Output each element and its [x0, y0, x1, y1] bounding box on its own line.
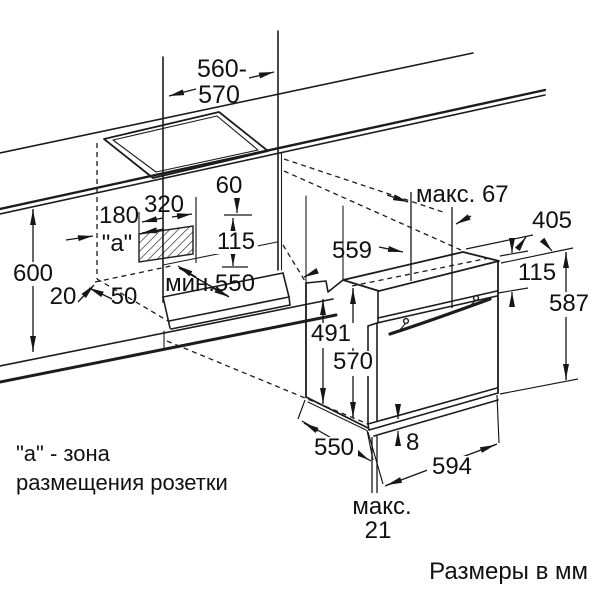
oven-door-handle: [388, 294, 492, 336]
label-front-max-protrusion: макс. 67: [416, 181, 509, 208]
worktop-and-wall-lines: [0, 52, 547, 384]
label-oven-body-depth: 550: [314, 434, 354, 461]
label-hob-cutout-width-top: 560-: [197, 55, 247, 83]
socket-note-line1: "a" - зона: [16, 441, 111, 466]
label-socket-zone-mark: "a": [102, 230, 132, 257]
units-note: Размеры в мм: [429, 558, 588, 585]
socket-zone-hatch: [138, 225, 194, 263]
socket-note-line2: размещения розетки: [16, 470, 228, 495]
label-oven-total-height: 587: [549, 290, 589, 317]
label-hob-cutout-width-bottom: 570: [198, 81, 240, 109]
hob-outline: [103, 111, 269, 179]
label-oven-inner-width: 559: [332, 237, 372, 264]
label-worktop-height: 600: [13, 260, 53, 287]
dimension-labels: 560- 570 600 180 320 60 115 "a" мин.550 …: [13, 55, 589, 544]
label-socket-offset: 180: [99, 202, 139, 229]
label-socket-zone-height: 115: [217, 228, 255, 255]
label-oven-front-width: 594: [432, 453, 472, 480]
label-door-protrusion-value: 21: [365, 517, 392, 544]
label-oven-top-depth: 405: [532, 207, 572, 234]
notes: "a" - зона размещения розетки Размеры в …: [16, 441, 588, 585]
label-niche-min-depth: мин.550: [165, 270, 255, 297]
projection-lines: [94, 143, 490, 425]
label-door-protrusion-word: макс.: [352, 493, 411, 520]
label-rear-gap: 20: [50, 283, 77, 310]
label-backgrounds: [10, 231, 592, 481]
label-fascia-height: 115: [518, 259, 556, 286]
label-socket-zone-width: 320: [144, 191, 184, 218]
label-oven-body-height: 491: [311, 320, 351, 347]
label-door-bottom-gap: 8: [406, 429, 419, 456]
label-side-gap: 50: [111, 283, 138, 310]
label-oven-front-height: 570: [333, 348, 373, 375]
label-socket-zone-top-gap: 60: [216, 172, 243, 199]
